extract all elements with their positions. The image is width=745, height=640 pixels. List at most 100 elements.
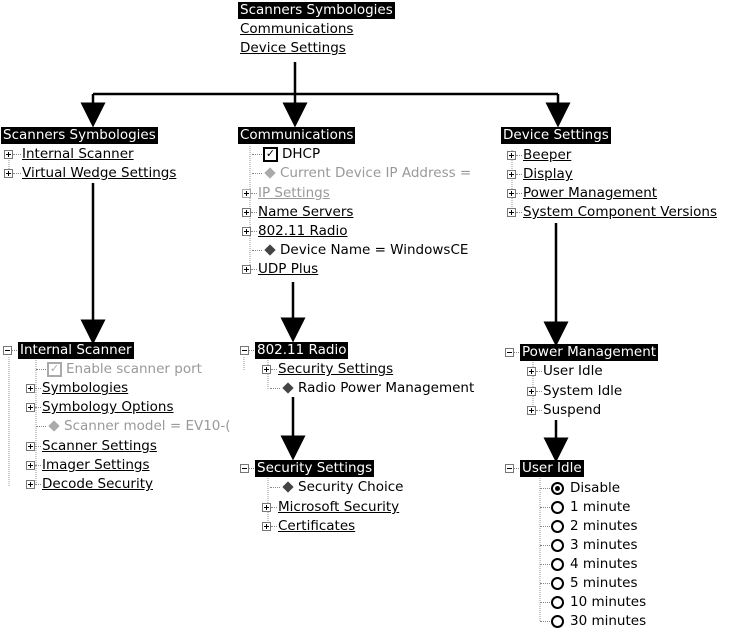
tree-item-dhcp[interactable]: ✓DHCP bbox=[252, 145, 320, 164]
checkbox-checked-icon[interactable]: ✓ bbox=[263, 146, 278, 162]
tree-label[interactable]: Virtual Wedge Settings bbox=[22, 165, 177, 181]
radio-option-5-minutes[interactable]: 5 minutes bbox=[540, 574, 638, 593]
tree-item-system-component-versions[interactable]: System Component Versions bbox=[507, 203, 717, 222]
tree-item-virtual-wedge[interactable]: Virtual Wedge Settings bbox=[4, 164, 176, 183]
tree-label[interactable]: Decode Security bbox=[42, 476, 153, 492]
internal-scanner-title[interactable]: Internal Scanner bbox=[18, 342, 134, 359]
tree-item-ip-settings[interactable]: IP Settings bbox=[242, 184, 330, 203]
radio-unselected-icon[interactable] bbox=[551, 614, 564, 628]
tree-label[interactable]: Scanner Settings bbox=[42, 438, 157, 454]
security-title[interactable]: Security Settings bbox=[255, 460, 375, 477]
radio-option-3-minutes[interactable]: 3 minutes bbox=[540, 536, 638, 555]
radio-option-2-minutes[interactable]: 2 minutes bbox=[540, 517, 638, 536]
expand-icon[interactable] bbox=[527, 386, 536, 396]
tree-item-decode-security[interactable]: Decode Security bbox=[26, 475, 153, 494]
tree-label[interactable]: IP Settings bbox=[258, 185, 330, 201]
expand-icon[interactable] bbox=[26, 479, 35, 489]
tree-label[interactable]: Power Management bbox=[523, 185, 658, 201]
radio-unselected-icon[interactable] bbox=[551, 595, 564, 609]
expand-icon[interactable] bbox=[242, 207, 251, 217]
expand-icon[interactable] bbox=[4, 149, 13, 159]
tree-item-radio[interactable]: 802.11 Radio bbox=[242, 222, 347, 241]
expand-icon[interactable] bbox=[26, 383, 35, 393]
expand-icon[interactable] bbox=[507, 150, 516, 160]
collapse-icon[interactable] bbox=[505, 347, 514, 357]
radio-option-30-minutes[interactable]: 30 minutes bbox=[540, 612, 646, 631]
tree-label[interactable]: User Idle bbox=[543, 363, 603, 379]
tree-label[interactable]: Symbology Options bbox=[42, 399, 174, 415]
radio-option-10-minutes[interactable]: 10 minutes bbox=[540, 593, 646, 612]
scanners-title[interactable]: Scanners Symbologies bbox=[1, 127, 158, 144]
collapse-icon[interactable] bbox=[505, 463, 514, 473]
expand-icon[interactable] bbox=[507, 169, 516, 179]
security-node-title[interactable]: Security Settings bbox=[240, 459, 375, 478]
tree-item-beeper[interactable]: Beeper bbox=[507, 146, 571, 165]
user-idle-title[interactable]: User Idle bbox=[520, 460, 584, 477]
tree-item-power-management[interactable]: Power Management bbox=[507, 184, 657, 203]
tree-label[interactable]: Beeper bbox=[523, 147, 572, 163]
radio-option-1-minute[interactable]: 1 minute bbox=[540, 498, 631, 517]
expand-icon[interactable] bbox=[527, 366, 536, 376]
tree-label[interactable]: Display bbox=[523, 166, 573, 182]
tree-label[interactable]: Symbologies bbox=[42, 380, 129, 396]
tree-label[interactable]: 802.11 Radio bbox=[258, 223, 348, 239]
tree-label[interactable]: Name Servers bbox=[258, 204, 354, 220]
tree-label[interactable]: Internal Scanner bbox=[22, 146, 134, 162]
radio-unselected-icon[interactable] bbox=[551, 500, 564, 514]
top-item-device-settings[interactable]: Device Settings bbox=[240, 40, 346, 56]
tree-item-imager-settings[interactable]: Imager Settings bbox=[26, 456, 150, 475]
tree-label[interactable]: Microsoft Security bbox=[278, 499, 400, 515]
collapse-icon[interactable] bbox=[240, 345, 249, 355]
expand-icon[interactable] bbox=[26, 441, 35, 451]
tree-item-security-settings[interactable]: Security Settings bbox=[262, 360, 393, 379]
device-settings-title[interactable]: Device Settings bbox=[501, 127, 611, 144]
tree-item-user-idle[interactable]: User Idle bbox=[527, 362, 603, 381]
expand-icon[interactable] bbox=[242, 188, 251, 198]
tree-item-system-idle[interactable]: System Idle bbox=[527, 382, 622, 401]
tree-item-certificates[interactable]: Certificates bbox=[262, 517, 355, 536]
radio-unselected-icon[interactable] bbox=[551, 519, 564, 533]
top-title[interactable]: Scanners Symbologies bbox=[238, 2, 395, 19]
tree-item-internal-scanner[interactable]: Internal Scanner bbox=[4, 145, 134, 164]
expand-icon[interactable] bbox=[262, 521, 271, 531]
tree-label[interactable]: System Component Versions bbox=[523, 204, 717, 220]
expand-icon[interactable] bbox=[527, 405, 536, 415]
expand-icon[interactable] bbox=[262, 502, 271, 512]
tree-item-symbology-options[interactable]: Symbology Options bbox=[26, 398, 174, 417]
expand-icon[interactable] bbox=[26, 402, 35, 412]
expand-icon[interactable] bbox=[242, 226, 251, 236]
radio-title[interactable]: 802.11 Radio bbox=[255, 342, 349, 359]
radio-node-title[interactable]: 802.11 Radio bbox=[240, 341, 349, 360]
radio-option-disable[interactable]: Disable bbox=[540, 479, 620, 498]
expand-icon[interactable] bbox=[262, 364, 271, 374]
tree-item-udp-plus[interactable]: UDP Plus bbox=[242, 260, 318, 279]
user-idle-node-title[interactable]: User Idle bbox=[505, 459, 584, 478]
radio-selected-icon[interactable] bbox=[551, 481, 564, 495]
tree-label[interactable]: Certificates bbox=[278, 518, 356, 534]
expand-icon[interactable] bbox=[242, 264, 251, 274]
tree-item-display[interactable]: Display bbox=[507, 165, 573, 184]
power-node-title[interactable]: Power Management bbox=[505, 343, 659, 362]
tree-label[interactable]: Security Settings bbox=[278, 361, 394, 377]
tree-label[interactable]: System Idle bbox=[543, 383, 623, 399]
expand-icon[interactable] bbox=[4, 168, 13, 178]
power-title[interactable]: Power Management bbox=[520, 344, 659, 361]
radio-unselected-icon[interactable] bbox=[551, 538, 564, 552]
tree-label[interactable]: UDP Plus bbox=[258, 261, 319, 277]
collapse-icon[interactable] bbox=[240, 463, 249, 473]
expand-icon[interactable] bbox=[507, 188, 516, 198]
expand-icon[interactable] bbox=[507, 207, 516, 217]
tree-item-scanner-settings[interactable]: Scanner Settings bbox=[26, 437, 157, 456]
tree-item-name-servers[interactable]: Name Servers bbox=[242, 203, 353, 222]
tree-item-suspend[interactable]: Suspend bbox=[527, 401, 601, 420]
internal-scanner-node-title[interactable]: Internal Scanner bbox=[3, 341, 134, 360]
communications-title[interactable]: Communications bbox=[238, 127, 356, 144]
radio-option-4-minutes[interactable]: 4 minutes bbox=[540, 555, 638, 574]
tree-item-microsoft-security[interactable]: Microsoft Security bbox=[262, 498, 399, 517]
expand-icon[interactable] bbox=[26, 460, 35, 470]
collapse-icon[interactable] bbox=[3, 345, 12, 355]
checkbox-checked-icon[interactable]: ✓ bbox=[47, 361, 62, 377]
tree-label[interactable]: Suspend bbox=[543, 402, 602, 418]
radio-unselected-icon[interactable] bbox=[551, 576, 564, 590]
tree-item-symbologies[interactable]: Symbologies bbox=[26, 379, 128, 398]
